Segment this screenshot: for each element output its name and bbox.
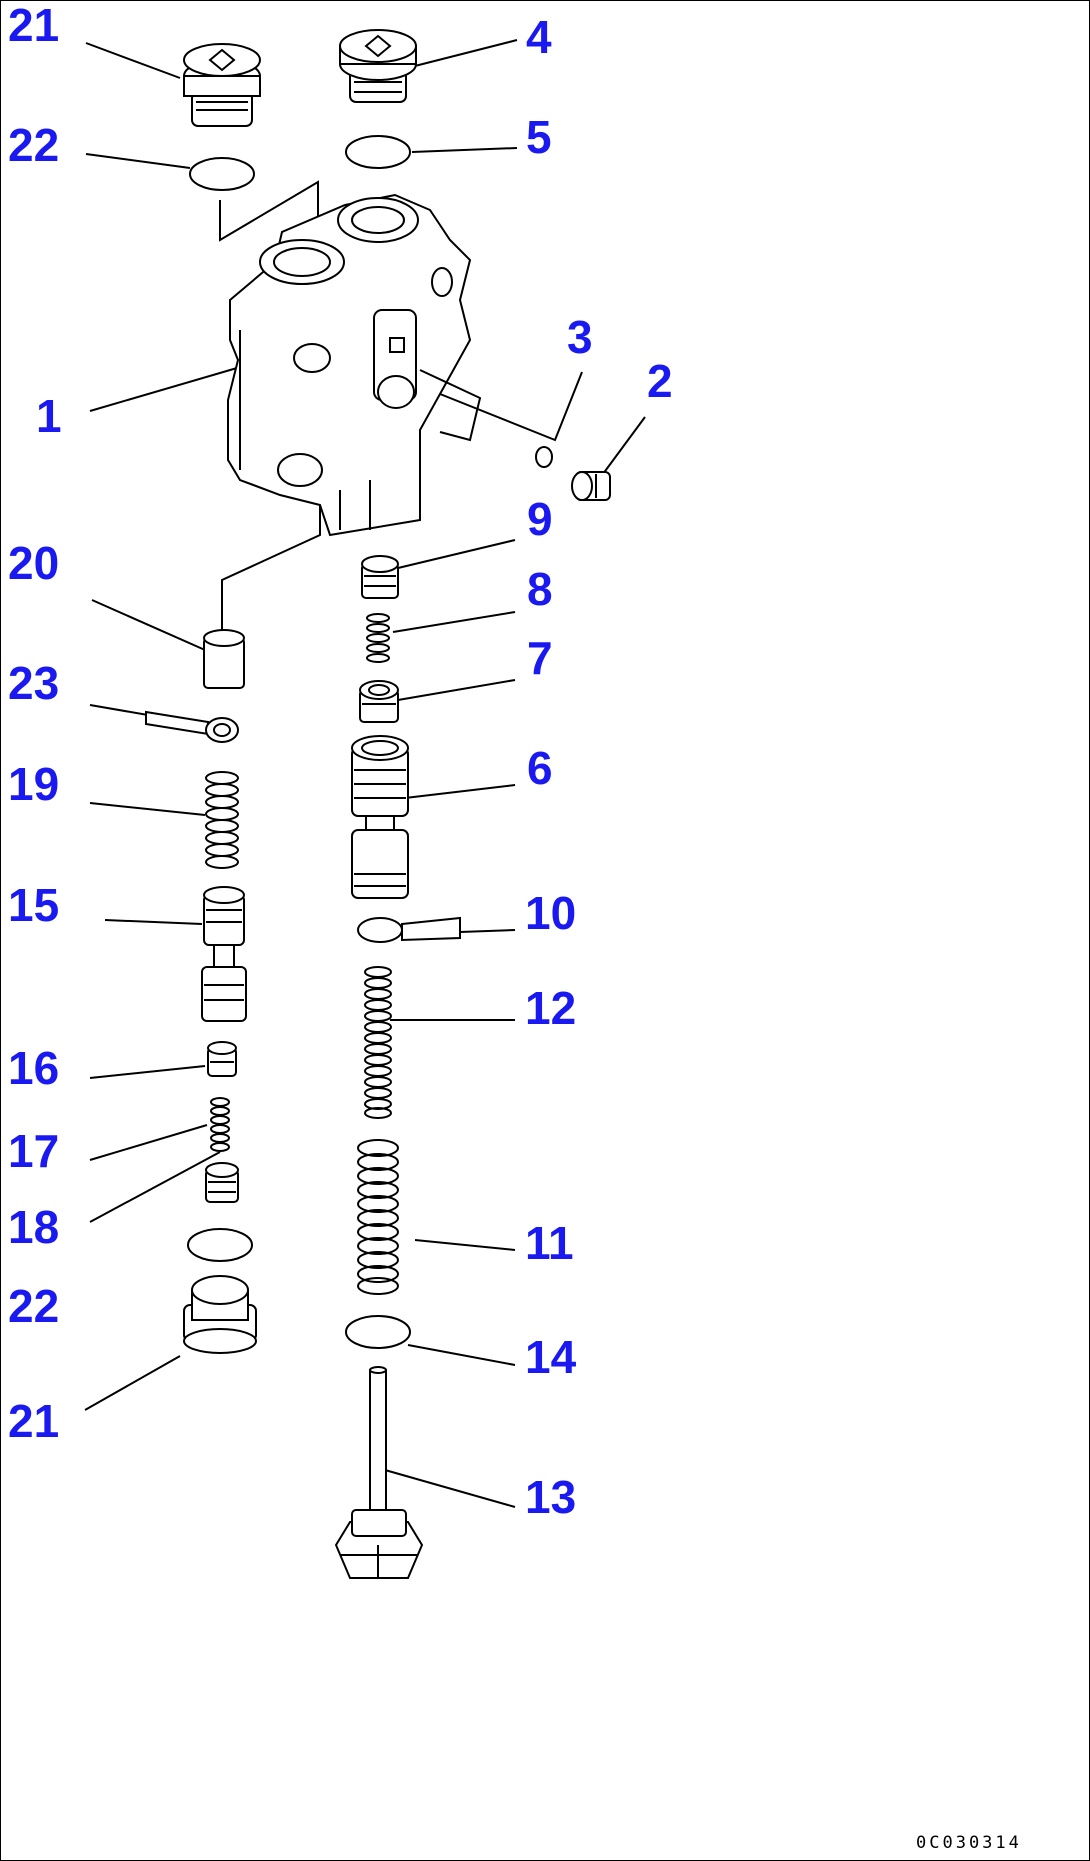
callout-22-bottom: 22 [8, 1280, 60, 1332]
callout-10: 10 [525, 887, 577, 939]
leader-lines [84, 39, 646, 1508]
o-ring-22-bottom [187, 1228, 253, 1262]
plug-13 [334, 1366, 424, 1579]
callout-23: 23 [8, 657, 60, 709]
callout-21-top: 21 [8, 0, 60, 51]
callout-2: 2 [647, 355, 673, 407]
plug-9 [361, 555, 399, 599]
sleeve-20 [203, 629, 245, 689]
spring-8 [366, 613, 390, 663]
callout-5: 5 [526, 111, 552, 163]
callout-17: 17 [8, 1125, 60, 1177]
plug-21-bottom [183, 1275, 257, 1354]
callout-9: 9 [527, 493, 553, 545]
callout-13: 13 [525, 1471, 577, 1523]
callout-14: 14 [525, 1331, 577, 1383]
o-ring-5 [345, 135, 411, 169]
spool-6 [351, 735, 409, 899]
callout-18: 18 [8, 1201, 60, 1253]
pin-3 [535, 446, 553, 468]
pin-23 [145, 710, 239, 743]
o-ring-14 [345, 1315, 411, 1349]
callout-22-top: 22 [8, 119, 60, 171]
callout-19: 19 [8, 758, 60, 810]
plug-16 [207, 1041, 237, 1077]
spring-17 [210, 1097, 230, 1152]
spool-15 [201, 886, 247, 1022]
callout-1: 1 [36, 390, 62, 442]
callout-8: 8 [527, 563, 553, 615]
callout-21-bottom: 21 [8, 1395, 60, 1447]
callout-3: 3 [567, 311, 593, 363]
valve-body-1 [227, 193, 482, 537]
callout-11: 11 [525, 1217, 574, 1269]
spring-19 [205, 771, 239, 869]
plug-21-top [183, 43, 261, 127]
callout-12: 12 [525, 982, 577, 1034]
callout-7: 7 [527, 632, 553, 684]
spring-12 [364, 966, 392, 1119]
callout-16: 16 [8, 1042, 60, 1094]
drawing-code: 0C030314 [916, 1833, 1022, 1853]
callout-20: 20 [8, 537, 60, 589]
seat-18 [205, 1162, 239, 1203]
spring-11 [357, 1139, 399, 1295]
plug-4 [339, 29, 417, 103]
callout-6: 6 [527, 742, 553, 794]
collar-10 [357, 916, 461, 943]
callout-15: 15 [8, 879, 60, 931]
seat-7 [359, 680, 399, 723]
callout-4: 4 [526, 11, 552, 63]
fitting-2 [571, 471, 611, 501]
o-ring-22-top [189, 157, 255, 191]
